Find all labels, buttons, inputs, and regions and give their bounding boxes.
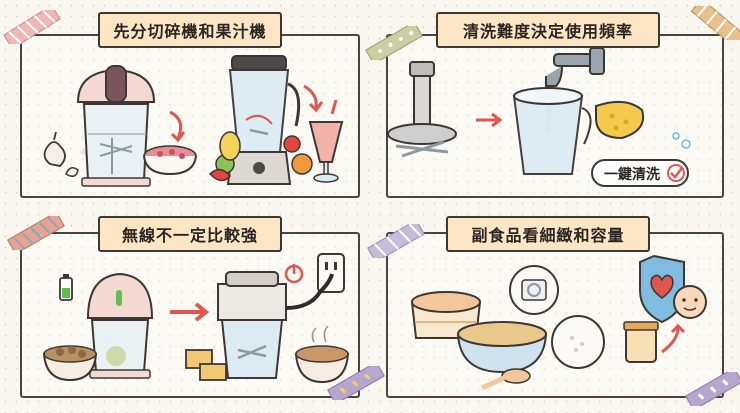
- garlic-icon: [43, 131, 79, 177]
- power-icon: [284, 264, 304, 284]
- corded-chopper-icon: [217, 271, 287, 379]
- wall-outlet-icon: [317, 253, 345, 293]
- baby-face-icon: [673, 285, 707, 319]
- one-click-clean-label: 一鍵清洗: [604, 167, 660, 183]
- panel-art-3: [42, 253, 350, 384]
- washi-tape: [367, 224, 425, 258]
- tofu-blocks-icon: [185, 349, 227, 381]
- blender-icon: [226, 55, 301, 185]
- panel-art-1: [43, 55, 344, 187]
- baby-food-jar-icon: [623, 321, 659, 363]
- arrow-icon: [169, 110, 183, 139]
- power-cord: [285, 273, 334, 310]
- panel-art-2: [387, 47, 691, 187]
- spoon-icon: [480, 368, 531, 391]
- panel-title: 清洗難度決定使用頻率: [436, 12, 660, 48]
- battery-icon: [59, 274, 73, 301]
- food-chopper-icon: [76, 65, 156, 187]
- cordless-chopper-icon: [86, 272, 154, 379]
- panel-title: 先分切碎機和果汁機: [98, 12, 282, 48]
- washi-tape: [7, 216, 65, 250]
- clean-badge: [591, 159, 689, 187]
- texture-zoom-icon: [551, 315, 605, 369]
- sponge-icon: [595, 100, 644, 140]
- cup-icon: [512, 87, 592, 175]
- ground-meat-bowl-icon: [143, 145, 197, 176]
- panel-art-4: [410, 254, 707, 391]
- magnifier-icon: [509, 265, 559, 315]
- blade-assembly-icon: [387, 61, 457, 158]
- shield-heart-icon: [639, 254, 685, 324]
- washi-tape: [3, 10, 61, 44]
- panel-title: 副食品看細緻和容量: [446, 216, 650, 252]
- washi-tape: [685, 372, 740, 406]
- nuts-bowl-icon: [42, 345, 98, 382]
- washi-tape: [327, 366, 385, 400]
- puree-bowl-icon: [456, 321, 548, 374]
- porridge-bowl-icon: [294, 325, 350, 384]
- panel-title: 無線不一定比較強: [98, 216, 282, 252]
- washi-tape: [365, 26, 423, 60]
- washi-tape: [690, 6, 740, 40]
- smoothie-glass-icon: [308, 99, 344, 183]
- fruits-icon: [208, 131, 313, 182]
- check-icon: [667, 164, 685, 182]
- arrow-icon: [661, 327, 680, 354]
